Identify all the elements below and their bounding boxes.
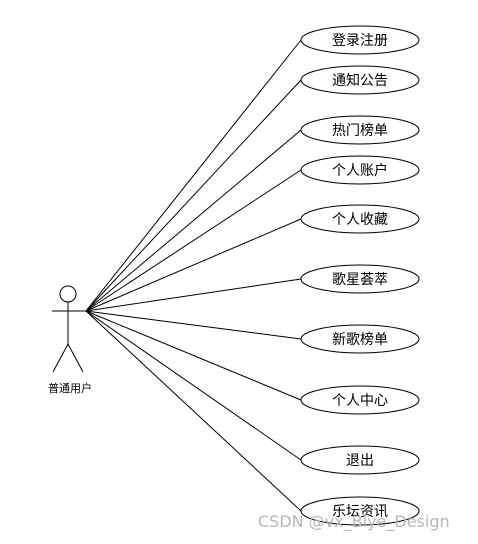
use-case-label: 登录注册 (332, 33, 388, 49)
use-case-label: 新歌榜单 (332, 331, 388, 348)
association-line (85, 310, 302, 401)
use-case-ellipse (300, 445, 420, 475)
use-case-ellipse (300, 496, 420, 526)
use-case-ellipse (300, 264, 420, 294)
use-case: 个人收藏 (300, 204, 420, 234)
watermark: CSDN @vx_Biye_Design (258, 512, 450, 531)
association-line (85, 278, 302, 312)
use-case-label: 个人收藏 (332, 212, 388, 228)
use-case-label: 乐坛资讯 (332, 504, 388, 520)
use-case-ellipse (300, 155, 420, 185)
use-case-label: 通知公告 (332, 72, 388, 89)
actor-head (59, 285, 77, 303)
association-line (85, 218, 302, 312)
use-case: 退出 (300, 445, 420, 475)
use-case-label: 热门榜单 (332, 122, 388, 139)
use-case: 通知公告 (300, 65, 420, 95)
use-case-label: 退出 (346, 453, 374, 469)
association-line (85, 79, 302, 312)
association-line (85, 39, 302, 312)
use-case-ellipse (300, 65, 420, 95)
use-case: 乐坛资讯 (300, 496, 420, 526)
use-case-ellipse (300, 324, 420, 354)
use-case-label: 歌星荟萃 (332, 271, 388, 288)
actor-left-leg (52, 343, 69, 373)
association-line (85, 310, 302, 340)
use-case-label: 个人中心 (332, 393, 388, 409)
association-line (85, 310, 302, 512)
actor: 普通用户 (48, 285, 92, 395)
use-case-label: 个人账户 (332, 162, 388, 179)
use-case: 登录注册 (300, 25, 420, 55)
use-case: 热门榜单 (300, 115, 420, 145)
actor-name: 普通用户 (48, 381, 92, 395)
use-case: 新歌榜单 (300, 324, 420, 354)
use-case: 歌星荟萃 (300, 264, 420, 294)
actor-right-leg (67, 343, 84, 373)
use-case: 个人账户 (300, 155, 420, 185)
association-line (85, 310, 302, 461)
use-case-ellipse (300, 25, 420, 55)
association-line (85, 169, 302, 312)
use-case-ellipse (300, 204, 420, 234)
use-case-ellipse (300, 385, 420, 415)
use-case: 个人中心 (300, 385, 420, 415)
use-case-ellipse (300, 115, 420, 145)
association-line (85, 129, 302, 312)
association-lines (85, 39, 302, 512)
